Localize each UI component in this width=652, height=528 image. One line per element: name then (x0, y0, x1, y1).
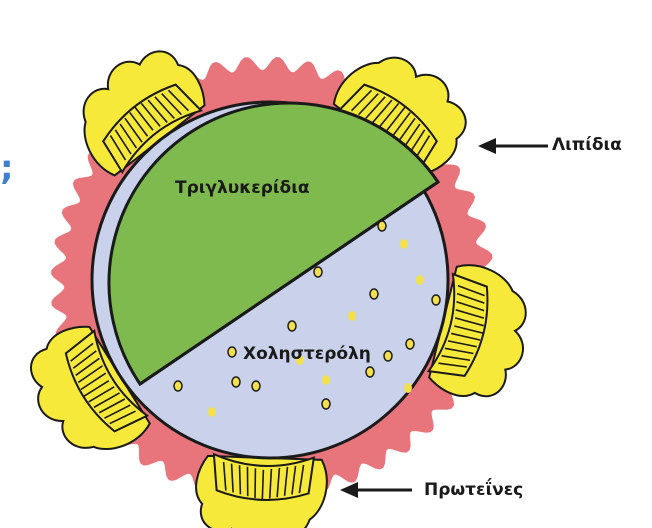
cholesterol-dot-icon (228, 347, 236, 357)
cholesterol-dot-icon (322, 375, 330, 385)
cholesterol-dot-icon (174, 381, 182, 391)
cholesterol-dot-icon (384, 351, 392, 361)
cholesterol-dot-icon (348, 311, 356, 321)
edge-text-fragment: ; (0, 148, 14, 188)
arrow-left-icon (478, 138, 548, 154)
cholesterol-dot-icon (416, 275, 424, 285)
protein-blob-icon (194, 454, 327, 528)
cholesterol-dot-icon (406, 339, 414, 349)
cholesterol-dot-icon (366, 367, 374, 377)
triglycerides-label: Τριγλυκερίδια (175, 178, 310, 198)
cholesterol-dot-icon (378, 221, 386, 231)
cholesterol-dot-icon (288, 321, 296, 331)
cholesterol-label: Χοληστερόλη (243, 344, 371, 364)
lipids-label: Λιπίδια (552, 135, 622, 155)
cholesterol-dot-icon (208, 407, 216, 417)
arrow-left-icon (340, 482, 412, 498)
cholesterol-dot-icon (370, 289, 378, 299)
cholesterol-dot-icon (322, 399, 330, 409)
cholesterol-dot-icon (404, 383, 412, 393)
cholesterol-dot-icon (432, 295, 440, 305)
cholesterol-dot-icon (232, 377, 240, 387)
cholesterol-dot-icon (400, 239, 408, 249)
cholesterol-dot-icon (314, 267, 322, 277)
proteins-label: Πρωτεΐνες (424, 480, 523, 500)
cholesterol-dot-icon (252, 381, 260, 391)
